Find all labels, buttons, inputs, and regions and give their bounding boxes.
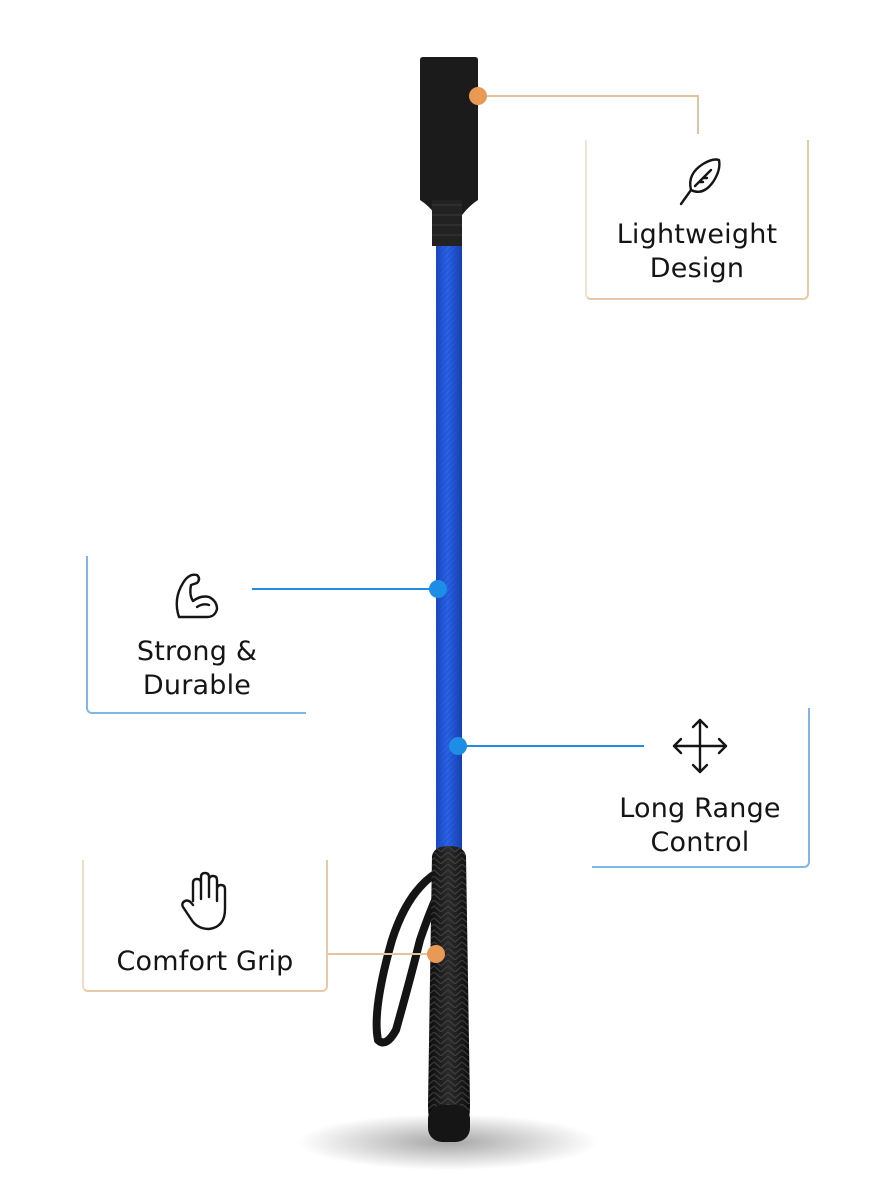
feature-strong: Strong & Durable xyxy=(86,556,306,714)
feature-long-range: Long Range Control xyxy=(592,708,810,868)
connector-lightweight xyxy=(478,95,699,134)
feature-lightweight: Lightweight Design xyxy=(585,140,809,300)
hand-icon xyxy=(181,871,227,931)
crop-keeper xyxy=(420,57,478,228)
wrist-loop xyxy=(372,868,444,1047)
feature-label: Comfort Grip xyxy=(116,946,294,977)
move-arrows-icon xyxy=(672,718,728,774)
feature-label: Strong & Durable xyxy=(136,636,258,701)
callout-dot-long-range xyxy=(449,737,467,755)
feature-comfort: Comfort Grip xyxy=(82,860,328,992)
callout-dot-comfort xyxy=(427,945,445,963)
feature-label: Lightweight Design xyxy=(616,219,778,284)
feather-icon xyxy=(679,158,721,206)
feature-label: Long Range Control xyxy=(619,793,781,858)
callout-dot-lightweight xyxy=(469,87,487,105)
callout-dot-strong xyxy=(429,580,447,598)
crop-neck xyxy=(432,200,462,246)
flexed-arm-icon xyxy=(175,573,219,619)
